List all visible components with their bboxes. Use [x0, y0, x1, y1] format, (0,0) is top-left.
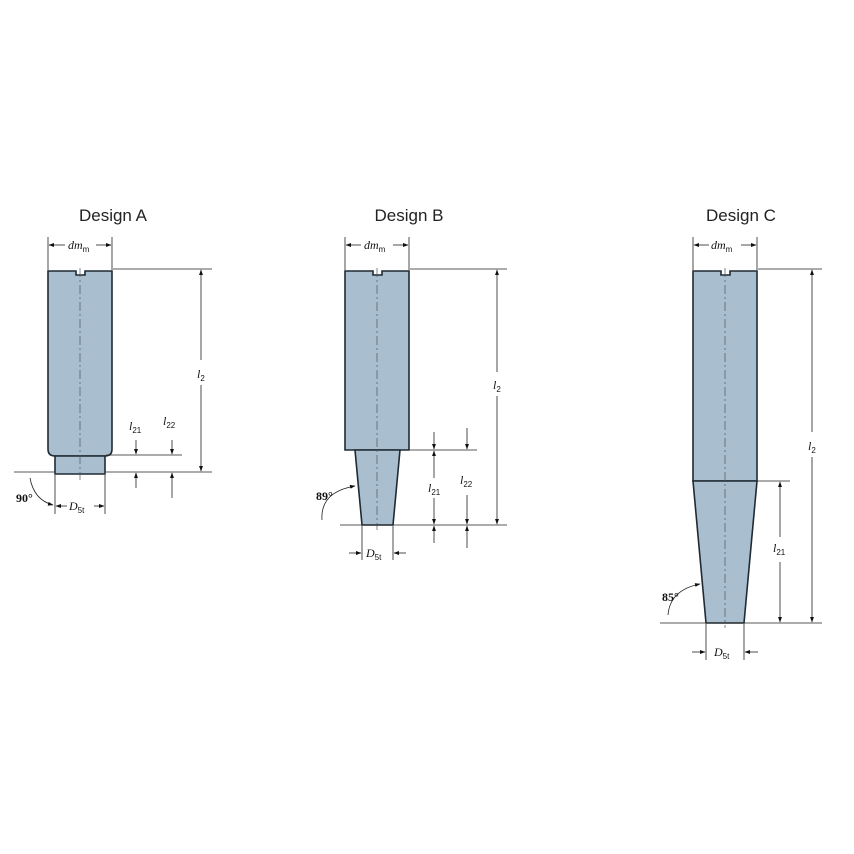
- design-c-d5t-dimension: D5t: [692, 624, 758, 661]
- design-c-angle: 85°: [662, 583, 701, 616]
- design-b-l22-label: l22: [460, 473, 473, 489]
- design-c-l21-dimension: l21: [758, 480, 790, 623]
- design-a-d5t-label: D5t: [68, 499, 85, 515]
- design-a-dm-dimension: dmm: [47, 237, 113, 270]
- design-c-dm-dimension: dmm: [692, 237, 758, 270]
- design-b-angle-label: 89°: [316, 489, 333, 503]
- design-a-l21-label: l21: [129, 419, 142, 435]
- design-b-dm-label: dmm: [364, 238, 386, 254]
- design-a: Design A dmm l2 l21 l22: [14, 206, 212, 515]
- design-a-l21-l22-dimensions: l21 l22: [106, 414, 182, 498]
- design-a-l2-dimension: l2: [106, 268, 212, 473]
- design-c-l21-label: l21: [773, 541, 786, 557]
- design-c: Design C dmm l2 l21: [660, 206, 822, 661]
- design-a-dm-label: dmm: [68, 238, 90, 254]
- design-c-d5t-label: D5t: [713, 645, 730, 661]
- design-c-angle-label: 85°: [662, 590, 679, 604]
- design-c-l2-dimension: l2: [660, 268, 822, 624]
- design-a-shank: [47, 270, 113, 457]
- design-a-tip: [54, 455, 106, 475]
- design-a-l2-label: l2: [197, 367, 205, 383]
- design-b-l2-dimension: l2: [340, 268, 507, 526]
- design-b-l21-label: l21: [428, 481, 441, 497]
- design-a-angle: 90°: [14, 471, 54, 506]
- design-a-title: Design A: [79, 206, 148, 225]
- design-b-d5t-dimension: D5t: [349, 526, 406, 562]
- design-c-title: Design C: [706, 206, 776, 225]
- design-b-angle: 89°: [316, 484, 356, 521]
- design-c-dm-label: dmm: [711, 238, 733, 254]
- design-b-title: Design B: [375, 206, 444, 225]
- design-b: Design B dmm l2 l21: [316, 206, 507, 562]
- design-a-angle-label: 90°: [16, 491, 33, 505]
- design-c-l2-label: l2: [808, 439, 816, 455]
- design-a-l22-label: l22: [163, 414, 176, 430]
- design-a-d5t-dimension: D5t: [54, 475, 106, 515]
- design-b-d5t-label: D5t: [365, 546, 382, 562]
- design-b-l2-label: l2: [493, 378, 501, 394]
- design-b-tip: [354, 449, 401, 526]
- design-b-dm-dimension: dmm: [344, 237, 410, 270]
- design-b-l21-l22-dimensions: l21 l22: [410, 428, 477, 548]
